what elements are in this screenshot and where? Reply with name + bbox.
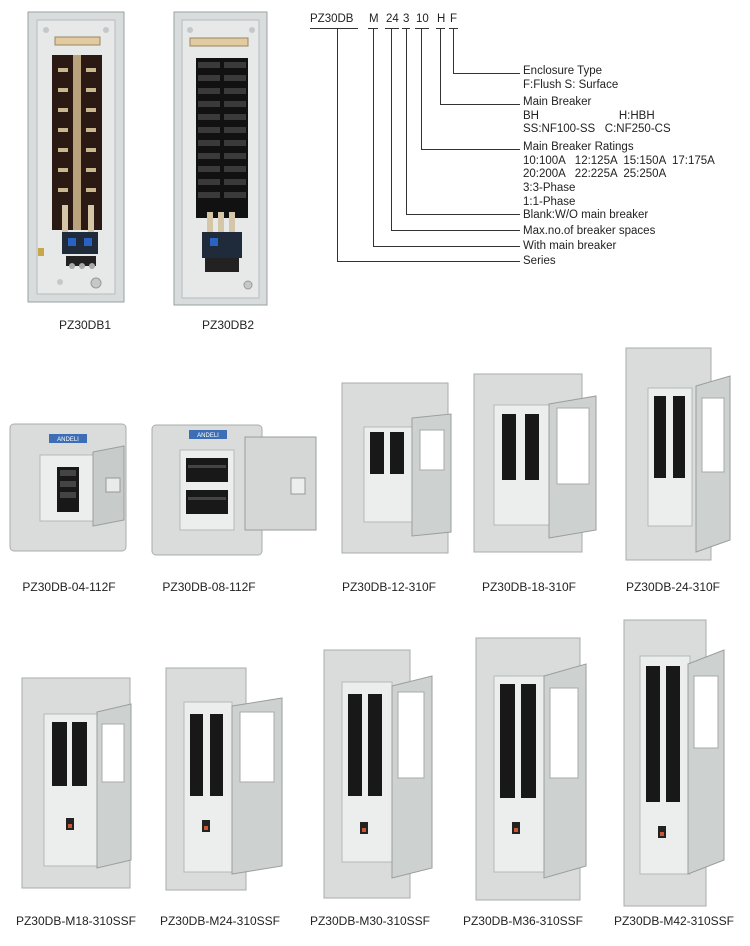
product-12-image	[341, 382, 452, 554]
legend-spaces: Max.no.of breaker spaces	[523, 225, 656, 237]
code-rating: 10	[416, 13, 429, 25]
product-18-image	[473, 373, 597, 553]
product-m30-image	[323, 649, 433, 899]
product-caption: PZ30DB-18-310F	[481, 580, 577, 594]
product-24-image	[625, 347, 731, 561]
product-08-image: ANDELI	[151, 424, 317, 556]
product-caption: PZ30DB-M42-310SSF	[613, 914, 735, 928]
code-phase: 3	[403, 13, 410, 25]
code-spaces: 24	[386, 13, 399, 25]
product-caption: PZ30DB-12-310F	[341, 580, 437, 594]
product-caption: PZ30DB-08-112F	[162, 580, 256, 594]
panel-caption: PZ30DB2	[201, 318, 255, 332]
product-caption: PZ30DB-04-112F	[22, 580, 116, 594]
code-main: M	[369, 13, 379, 25]
product-caption: PZ30DB-M24-310SSF	[159, 914, 281, 928]
product-m18-image	[21, 677, 132, 889]
brand-label: ANDELI	[197, 433, 219, 439]
panel-caption: PZ30DB1	[58, 318, 112, 332]
legend-main-breaker: Main Breaker BH H:HBH SS:NF100-SS C:NF25…	[523, 96, 671, 135]
legend-series: Series	[523, 255, 556, 267]
legend-blank: Blank:W/O main breaker	[523, 209, 649, 221]
product-m42-image	[623, 619, 725, 907]
product-caption: PZ30DB-M30-310SSF	[309, 914, 431, 928]
legend-ratings: Main Breaker Ratings 10:100A 12:125A 15:…	[523, 141, 715, 180]
product-m24-image	[165, 667, 283, 891]
code-breaker: H	[437, 13, 446, 25]
brand-label: ANDELI	[57, 437, 79, 443]
product-caption: PZ30DB-M18-310SSF	[15, 914, 137, 928]
product-caption: PZ30DB-M36-310SSF	[462, 914, 584, 928]
code-series: PZ30DB	[310, 13, 354, 25]
code-enclosure: F	[450, 13, 458, 25]
product-04-image: ANDELI	[9, 423, 127, 552]
product-m36-image	[475, 637, 587, 901]
legend-with-main: With main breaker	[523, 240, 617, 252]
product-caption: PZ30DB-24-310F	[625, 580, 721, 594]
